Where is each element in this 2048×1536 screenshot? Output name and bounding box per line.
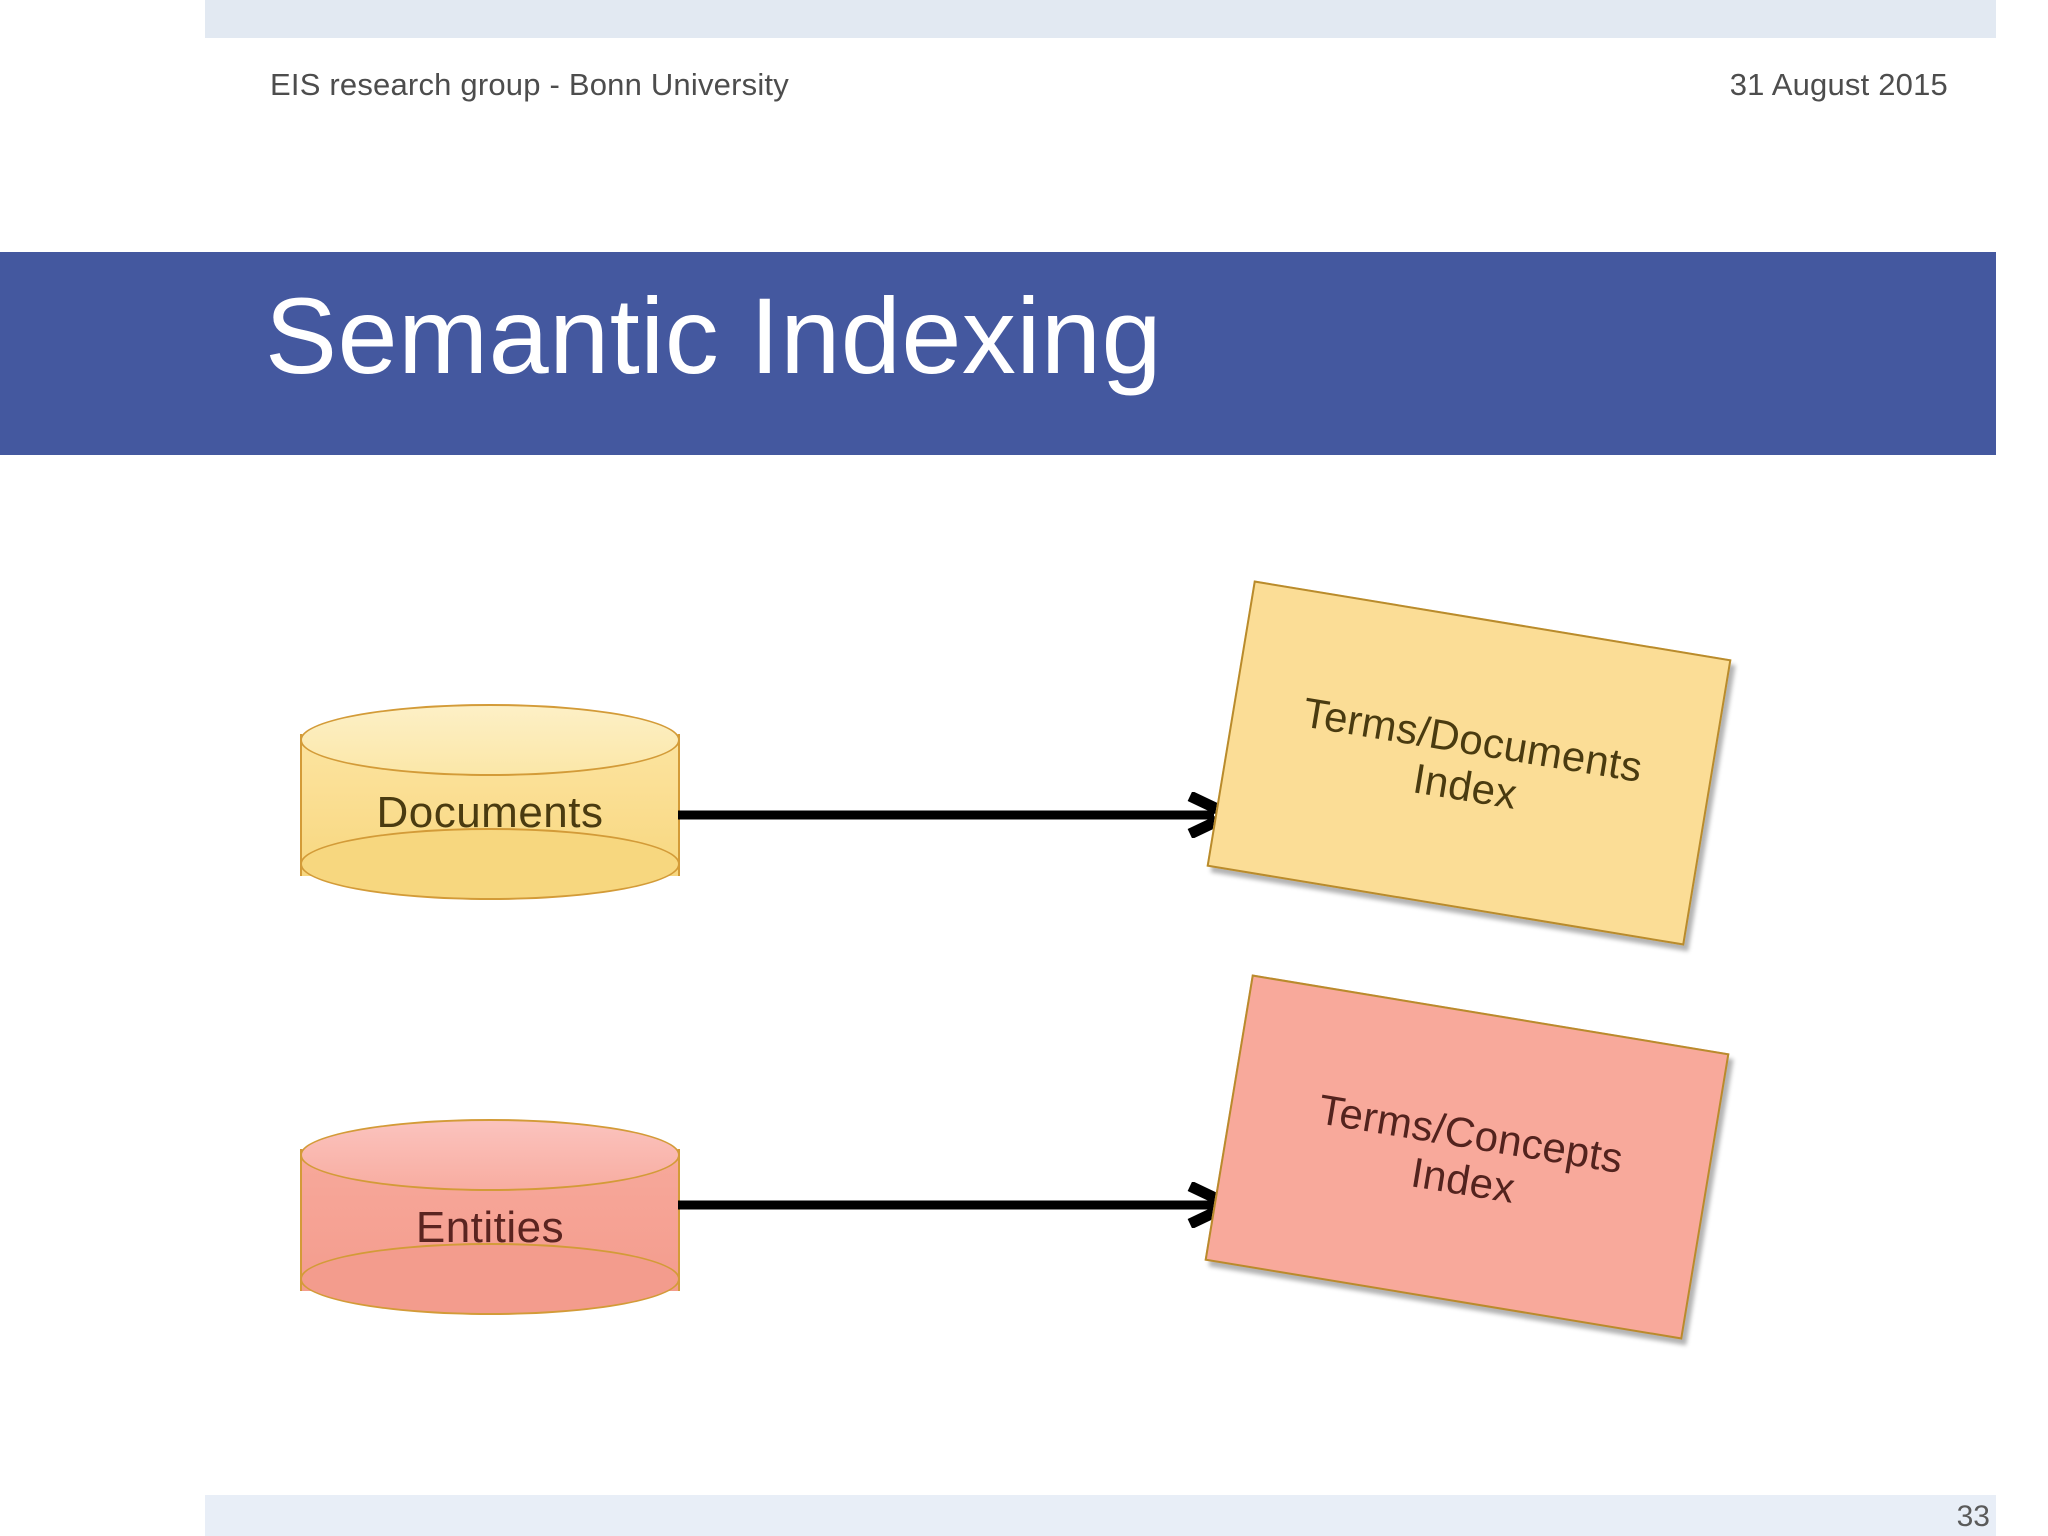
arrow-right-icon [678, 1182, 1238, 1228]
terms-documents-index-panel: Terms/Documents Index [1206, 580, 1732, 946]
title-banner [0, 252, 1996, 455]
terms-concepts-index-panel: Terms/Concepts Index [1204, 974, 1730, 1340]
page-title: Semantic Indexing [265, 275, 1163, 396]
entities-label: Entities [415, 1203, 565, 1252]
arrow-entities-to-terms-concepts-index [678, 1182, 1238, 1228]
arrow-documents-to-terms-documents-index [678, 792, 1238, 838]
header-rule [205, 0, 1996, 38]
cylinder-top-ellipse [300, 1119, 680, 1191]
terms-concepts-index-label: Terms/Concepts Index [1223, 1071, 1712, 1242]
header-date: 31 August 2015 [1729, 67, 1948, 102]
footer-rule [205, 1495, 1996, 1536]
header-organization: EIS research group - Bonn University [270, 67, 789, 102]
cylinder-bottom-ellipse [300, 1243, 680, 1315]
arrow-right-icon [678, 792, 1238, 838]
entities-cylinder: Entities [300, 1119, 680, 1315]
semantic-indexing-diagram: Documents Entities Terms/Docum [0, 460, 2048, 1490]
cylinder-top-ellipse [300, 704, 680, 776]
documents-cylinder: Documents [300, 704, 680, 900]
cylinder-bottom-ellipse [300, 828, 680, 900]
page-number: 33 [1956, 1500, 1990, 1533]
terms-documents-index-label: Terms/Documents Index [1225, 677, 1714, 848]
documents-label: Documents [376, 788, 604, 837]
